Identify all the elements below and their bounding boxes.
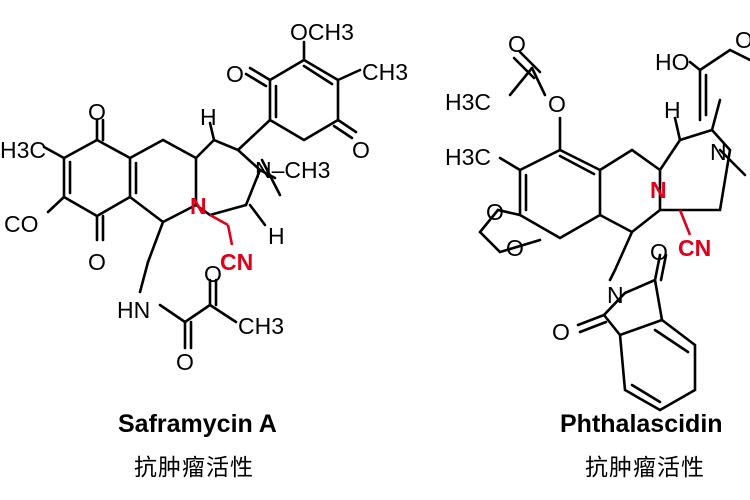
bond-lines — [42, 40, 750, 412]
atom-label-n-bridge: N — [710, 139, 727, 165]
atom-label-o-top: O — [508, 31, 526, 57]
atom-label-hn: HN — [117, 297, 150, 323]
atom-label-o4: O — [352, 137, 370, 163]
atom-label-o6: O — [204, 261, 222, 287]
atom-label-h3c-aryl: H3C — [445, 144, 491, 170]
atom-label-h-top: H — [200, 104, 217, 130]
atom-label-o-diox1: O — [486, 199, 504, 225]
atom-labels: OCH3CH3H3CCONN–CH3HHCNHNCH3OOOOOOHOH3CH3… — [0, 19, 750, 375]
atom-label-n-ring: N — [190, 193, 207, 219]
activity-label-right: 抗肿瘤活性 — [585, 455, 705, 481]
atom-label-cn: CN — [220, 249, 253, 275]
highlight-bonds — [209, 209, 692, 246]
atom-label-o1: O — [88, 99, 106, 125]
atom-label-n-imide: N — [607, 282, 624, 308]
atom-label-h-top: H — [664, 97, 681, 123]
activity-label-left: 抗肿瘤活性 — [134, 455, 254, 481]
atom-label-ho: HO — [655, 49, 690, 75]
atom-label-o-imide2: O — [552, 319, 570, 345]
atom-label-och3: OCH3 — [290, 19, 354, 45]
atom-label-o-imide1: O — [650, 239, 668, 265]
atom-label-h-bridge: H — [268, 223, 285, 249]
atom-label-o-diox2: O — [506, 235, 524, 261]
atom-label-o2: O — [88, 249, 106, 275]
compound-name-right: Phthalascidin — [560, 410, 723, 438]
atom-label-o-ester: O — [548, 91, 566, 117]
atom-label-o3: O — [226, 61, 244, 87]
atom-label-n-ring: N — [650, 177, 667, 203]
atom-label-o5: O — [176, 349, 194, 375]
atom-label-o-right: O — [735, 27, 750, 53]
compound-name-left: Saframycin A — [118, 410, 277, 438]
atom-label-cn: CN — [678, 235, 711, 261]
atom-label-h3c-acetyl: H3C — [445, 89, 491, 115]
atom-label-ch3-top: CH3 — [362, 59, 408, 85]
atom-label-h3c-left: H3C — [0, 137, 46, 163]
atom-label-ch3-amide: CH3 — [238, 313, 284, 339]
atom-label-n-ch3: N–CH3 — [255, 157, 330, 183]
atom-label-co-left: CO — [4, 211, 39, 237]
